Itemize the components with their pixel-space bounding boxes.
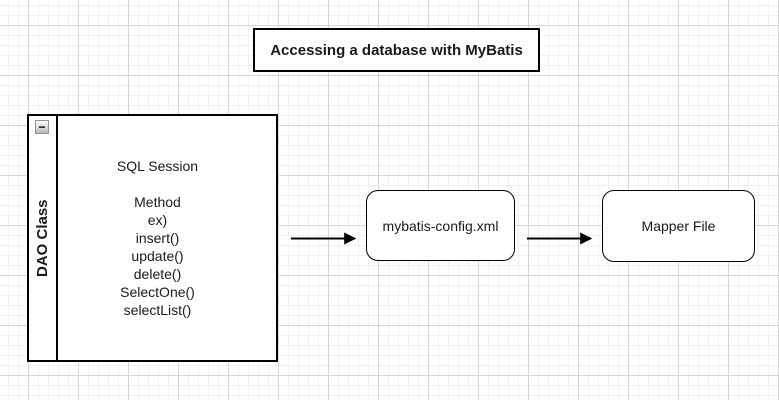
dao-class-shape[interactable]: DAO Class − SQL Session Method ex) inser… xyxy=(27,114,278,362)
dao-content-line: delete() xyxy=(133,266,182,282)
dao-content-line: selectList() xyxy=(123,302,192,318)
dao-content-line: insert() xyxy=(135,230,180,246)
config-xml-label: mybatis-config.xml xyxy=(382,217,499,234)
diagram-title: Accessing a database with MyBatis xyxy=(270,41,523,59)
collapse-button[interactable]: − xyxy=(35,120,49,134)
mapper-file-label: Mapper File xyxy=(641,218,716,234)
title-shape[interactable]: Accessing a database with MyBatis xyxy=(253,28,540,72)
dao-content: SQL Session Method ex) insert() update()… xyxy=(39,116,276,360)
mapper-file-shape[interactable]: Mapper File xyxy=(602,190,755,262)
config-xml-shape[interactable]: mybatis-config.xml xyxy=(366,190,515,261)
collapse-minus-icon: − xyxy=(38,120,46,134)
dao-content-line: Method xyxy=(134,194,181,210)
dao-content-line: SQL Session xyxy=(116,158,199,174)
dao-content-line: ex) xyxy=(147,212,168,228)
dao-content-line: SelectOne() xyxy=(120,284,195,300)
dao-class-titlebar: DAO Class xyxy=(29,116,58,360)
dao-content-line: update() xyxy=(131,248,184,264)
